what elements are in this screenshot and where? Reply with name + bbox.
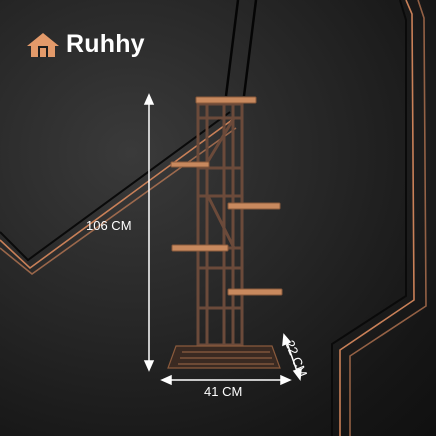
shelf-right-1 — [227, 202, 281, 210]
shelf-right-2 — [227, 288, 283, 296]
shelf-left-2 — [171, 244, 229, 252]
width-label: 41 CM — [204, 384, 243, 399]
stand-frame — [196, 100, 244, 350]
width-arrow — [160, 374, 292, 386]
brand-name: Ruhhy — [66, 30, 145, 58]
base-tray — [167, 345, 281, 369]
depth-arrow — [282, 333, 302, 381]
top-shelf — [195, 96, 257, 104]
background-trim — [0, 0, 427, 436]
shelf-left-1 — [170, 161, 210, 168]
hanging-cord — [224, 0, 240, 97]
background-trim-shadow — [0, 0, 406, 436]
brand-logo: Ruhhy — [26, 30, 145, 59]
height-arrow — [143, 93, 155, 372]
shelves — [170, 96, 283, 296]
hanging-cord — [242, 0, 258, 97]
house-icon — [27, 32, 59, 57]
height-label: 106 CM — [86, 218, 132, 233]
